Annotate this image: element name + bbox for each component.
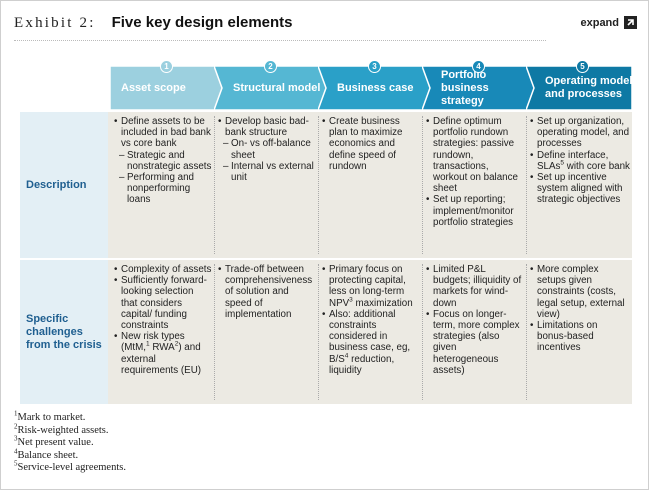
list-item: Trade-off between comprehensiveness of s… (218, 264, 316, 320)
list-item: Internal vs external unit (218, 161, 316, 183)
column-divider (526, 116, 527, 254)
step-1: Asset scope 1 (110, 60, 224, 110)
challenge-cell-3: Primary focus on protecting capital, les… (322, 264, 420, 376)
list-item: Create business plan to maximize economi… (322, 116, 420, 172)
step-chevron (214, 66, 328, 110)
row-label-challenges: Specific challenges from the crisis (20, 260, 108, 404)
list-item: Set up incentive system aligned with str… (530, 172, 630, 206)
list-item: Define interface, SLAs5 with core bank (530, 150, 630, 172)
footnote: 2Risk-weighted assets. (14, 422, 109, 436)
list-item: Complexity of assets (114, 264, 212, 275)
step-3: Business case 3 (318, 60, 432, 110)
description-cell-3: Create business plan to maximize economi… (322, 116, 420, 172)
column-divider (214, 264, 215, 400)
challenge-cell-4: Limited P&L budgets; illiquidity of mark… (426, 264, 524, 376)
list-item: Define assets to be included in bad bank… (114, 116, 212, 150)
step-label: Portfolio business strategy (441, 68, 489, 107)
list-item: Strategic and nonstrategic assets (114, 150, 212, 172)
expand-label: expand (580, 16, 619, 29)
column-divider (318, 116, 319, 254)
footnote: 1Mark to market. (14, 409, 86, 423)
exhibit-header: Exhibit 2: Five key design elements (14, 14, 293, 36)
step-2: Structural model 2 (214, 60, 328, 110)
list-item: Primary focus on protecting capital, les… (322, 264, 420, 309)
column-divider (318, 264, 319, 400)
list-item: Set up reporting; implement/monitor port… (426, 194, 524, 228)
step-chevron (422, 66, 536, 110)
step-label: Operating model and processes (545, 75, 633, 100)
column-divider (214, 116, 215, 254)
list-item: Limitations on bonus-based incentives (530, 320, 630, 354)
column-divider (422, 116, 423, 254)
row-label-description: Description (20, 112, 108, 258)
exhibit-label: Exhibit 2: (14, 15, 96, 31)
description-cell-1: Define assets to be included in bad bank… (114, 116, 212, 206)
step-5: Operating model and processes 5 (526, 60, 640, 110)
step-number-badge: 3 (368, 60, 381, 73)
footnote: 4Balance sheet. (14, 447, 79, 461)
column-divider (526, 264, 527, 400)
header-divider (14, 40, 546, 41)
expand-icon (624, 16, 637, 29)
list-item: Set up organization, operating model, an… (530, 116, 630, 150)
footnote: 5Service-level agreements. (14, 459, 126, 473)
list-item: Focus on longer-term, more complex strat… (426, 309, 524, 376)
column-divider (422, 264, 423, 400)
step-number-badge: 2 (264, 60, 277, 73)
description-cell-5: Set up organization, operating model, an… (530, 116, 630, 206)
step-label: Structural model (233, 81, 321, 94)
step-chevron (526, 66, 633, 110)
list-item: Sufficiently forward-looking selection t… (114, 275, 212, 331)
list-item: Define optimum portfolio rundown strateg… (426, 116, 524, 194)
list-item: Limited P&L budgets; illiquidity of mark… (426, 264, 524, 309)
step-chevron-shape (422, 66, 536, 110)
expand-button[interactable]: expand (580, 16, 637, 29)
step-chevron-shape (214, 66, 328, 110)
step-label: Business case (337, 81, 414, 94)
exhibit-title: Five key design elements (111, 14, 293, 31)
step-number-badge: 4 (472, 60, 485, 73)
description-cell-4: Define optimum portfolio rundown strateg… (426, 116, 524, 228)
list-item: Also: additional constraints considered … (322, 309, 420, 376)
step-chevron-shape (318, 66, 432, 110)
step-number-badge: 1 (160, 60, 173, 73)
challenge-cell-1: Complexity of assetsSufficiently forward… (114, 264, 212, 376)
step-label: Asset scope (121, 81, 186, 94)
list-item: More complex setups given constraints (c… (530, 264, 630, 320)
description-cell-2: Develop basic bad-bank structureOn- vs o… (218, 116, 316, 183)
step-chevron-shape (526, 66, 633, 110)
footnote: 3Net present value. (14, 434, 94, 448)
list-item: Develop basic bad-bank structure (218, 116, 316, 138)
challenge-cell-5: More complex setups given constraints (c… (530, 264, 630, 354)
step-number-badge: 5 (576, 60, 589, 73)
list-item: On- vs off-balance sheet (218, 138, 316, 160)
list-item: Performing and nonperforming loans (114, 172, 212, 206)
list-item: New risk types (MtM,1 RWA2) and external… (114, 331, 212, 376)
challenge-cell-2: Trade-off between comprehensiveness of s… (218, 264, 316, 320)
footnotes: 1Mark to market.2Risk-weighted assets.3N… (14, 409, 126, 475)
step-chevron (318, 66, 432, 110)
